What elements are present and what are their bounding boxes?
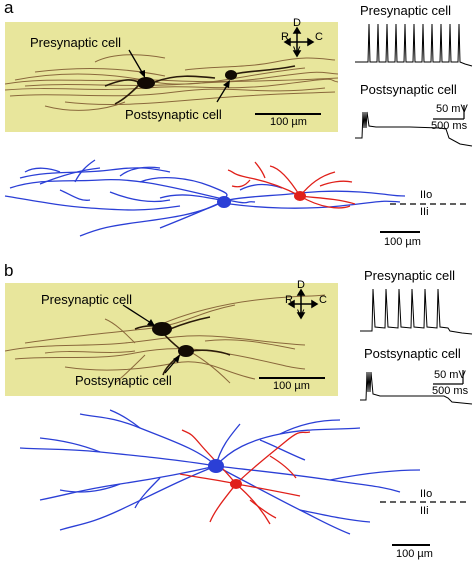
trace-a-voltage-scale: 50 mV: [436, 103, 468, 115]
reconstruction-a-scale-label: 100 µm: [384, 236, 421, 248]
micrograph-b-scale-label: 100 µm: [273, 380, 310, 392]
micrograph-a-scale-label: 100 µm: [270, 116, 307, 128]
trace-a-time-scale: 500 ms: [431, 120, 468, 132]
compass-left-label: R: [281, 31, 289, 43]
trace-b-time-scale: 500 ms: [432, 385, 469, 397]
panel-letter-a: a: [4, 0, 14, 17]
trace-b-presynaptic-title: Presynaptic cell: [364, 268, 456, 283]
panel-letter-b: b: [4, 261, 14, 280]
compass-b-arrows-icon: [122, 288, 325, 379]
trace-a-presynaptic-title: Presynaptic cell: [360, 3, 452, 18]
reconstruction-b-layer-upper: IIo: [420, 488, 433, 500]
micrograph-b-postsynaptic-label: Postsynaptic cell: [75, 373, 172, 388]
compass-b-right-label: C: [319, 294, 327, 306]
compass-b-left-label: R: [285, 294, 293, 306]
compass-up-label: D: [293, 17, 301, 29]
reconstruction-b-layer-lower: IIi: [420, 505, 429, 517]
micrograph-a-postsynaptic-label: Postsynaptic cell: [125, 107, 222, 122]
trace-b-voltage-scale: 50 mV: [434, 369, 466, 381]
compass-right-label: C: [315, 31, 323, 43]
compass-arrows-icon: [128, 26, 321, 115]
reconstruction-a-layer-upper: IIo: [420, 189, 433, 201]
reconstruction-b-scale-label: 100 µm: [396, 548, 433, 560]
trace-a-postsynaptic-title: Postsynaptic cell: [360, 82, 457, 97]
micrograph-b-stain: [5, 294, 326, 384]
micrograph-b: D R C V Presynaptic cell Postsynaptic ce…: [5, 279, 338, 396]
trace-b-postsynaptic-title: Postsynaptic cell: [364, 346, 461, 361]
reconstruction-a-layer-lower: IIi: [420, 206, 429, 218]
micrograph-a-stain: [5, 54, 338, 111]
micrograph-a-presynaptic-label: Presynaptic cell: [30, 35, 122, 50]
micrograph-a: D R C V Presynaptic cell Postsynaptic ce…: [5, 17, 338, 132]
micrograph-b-presynaptic-label: Presynaptic cell: [41, 292, 133, 307]
compass-b-up-label: D: [297, 279, 305, 291]
